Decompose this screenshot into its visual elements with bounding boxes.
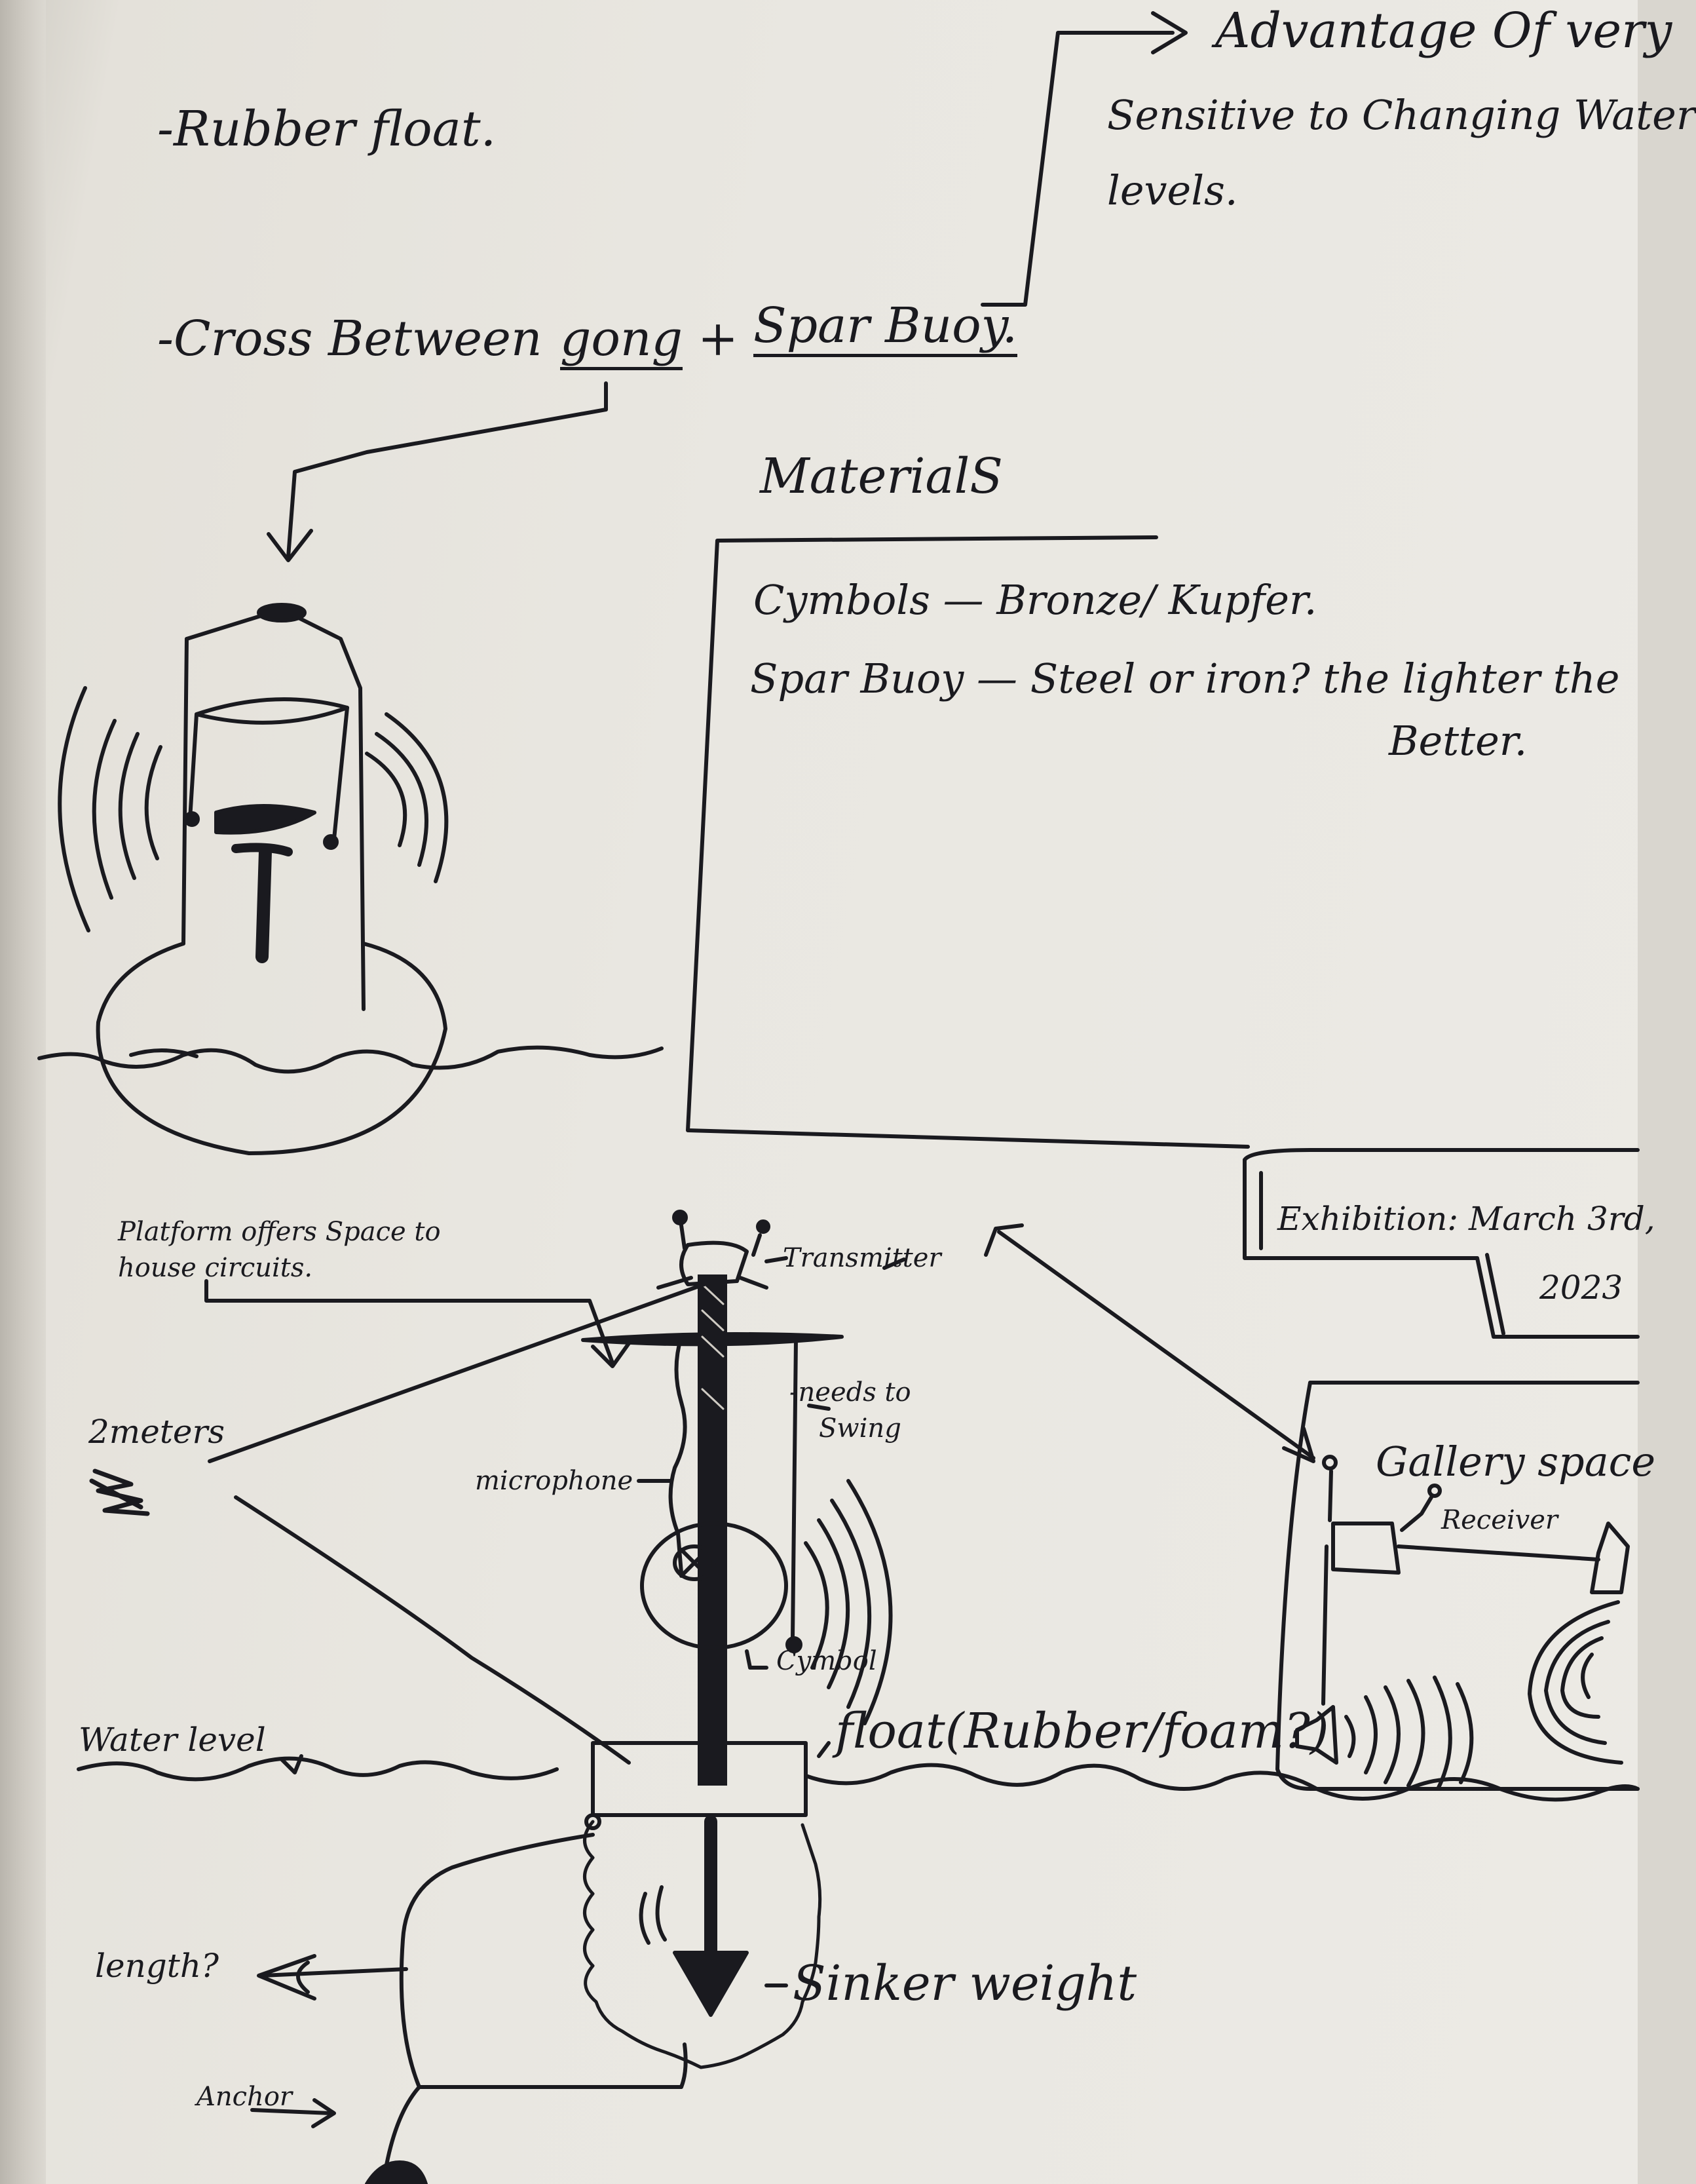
exhibition-date: Exhibition: March 3rd, — [1277, 1200, 1655, 1238]
advantage-line-1: Advantage Of very — [1215, 3, 1672, 59]
label-microphone: microphone — [475, 1466, 633, 1496]
label-cymbol: Cymbol — [776, 1646, 877, 1676]
gallery-title: Gallery space — [1376, 1438, 1656, 1485]
note-plus: + — [698, 311, 739, 367]
label-platform-1: Platform offers Space to — [118, 1217, 441, 1247]
label-receiver: Receiver — [1441, 1505, 1558, 1535]
arrow-gong-to-buoy — [286, 381, 608, 559]
arrow-spar-to-advantage — [981, 31, 1175, 307]
gallery-space-box — [1275, 1381, 1640, 1791]
label-2-meters: 2meters — [88, 1413, 225, 1451]
label-sinker-weight: Sinker weight — [793, 1955, 1137, 2012]
label-water-level: Water level — [79, 1721, 266, 1759]
note-gong: gong — [560, 315, 683, 370]
label-platform-2: house circuits. — [118, 1253, 313, 1283]
label-float: float(Rubber/foam?) — [835, 1703, 1329, 1759]
materials-box — [686, 535, 1250, 1149]
arrowhead-advantage — [1151, 11, 1188, 54]
exhibition-year: 2023 — [1539, 1269, 1623, 1307]
label-anchor: Anchor — [197, 2082, 293, 2112]
label-needs-to-swing-1: -needs to — [789, 1377, 911, 1408]
label-length: length? — [95, 1947, 219, 1985]
ink-sketch — [37, 11, 1640, 2184]
materials-title: MaterialS — [760, 448, 1003, 505]
spar-buoy-diagram — [77, 1210, 1640, 2184]
materials-spar-buoy-2: Better. — [1389, 717, 1528, 765]
materials-cymbals: Cymbols — Bronze/ Kupfer. — [753, 576, 1317, 624]
note-cross-between: -Cross Between — [157, 311, 542, 367]
advantage-line-2: Sensitive to Changing Water — [1107, 91, 1696, 139]
arrowhead-buoy — [267, 529, 313, 562]
label-needs-to-swing-2: Swing — [819, 1413, 901, 1444]
materials-spar-buoy: Spar Buoy — Steel or iron? the lighter t… — [750, 655, 1620, 702]
label-transmitter: Transmitter — [783, 1243, 941, 1273]
page-binding-edge — [0, 0, 46, 2184]
gong-buoy-sketch — [37, 603, 664, 1155]
signal-arrow — [997, 1230, 1315, 1460]
water-line — [77, 1756, 1640, 1802]
buoy-water-line — [37, 1045, 664, 1074]
note-spar-buoy: Spar Buoy. — [753, 301, 1018, 357]
note-rubber-float: -Rubber float. — [157, 101, 497, 157]
exhibition-box — [1243, 1148, 1640, 1339]
advantage-line-3: levels. — [1107, 166, 1238, 214]
